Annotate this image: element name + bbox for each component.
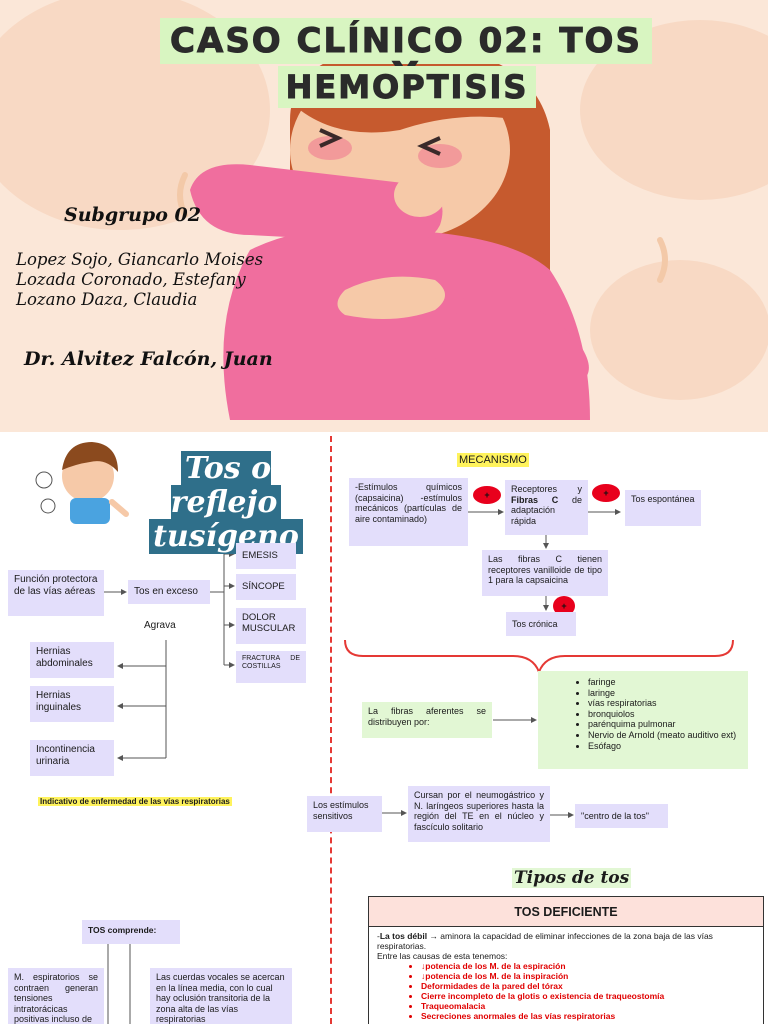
node-hernias-inguinales: Hernias inguinales	[30, 686, 114, 722]
node-tos-exceso: Tos en exceso	[128, 580, 210, 604]
dashed-divider	[330, 436, 332, 1024]
node-estimulos: -Estímulos químicos (capsaicina) -estímu…	[349, 478, 468, 546]
list-item: Nervio de Arnold (meato auditivo ext)	[588, 730, 742, 741]
node-fibras-aferentes: La fibras aferentes se distribuyen por:	[362, 702, 492, 738]
list-item: bronquiolos	[588, 709, 742, 720]
list-item: Secreciones anormales de las vías respir…	[421, 1011, 755, 1021]
list-item: Cierre incompleto de la glotis o existen…	[421, 991, 755, 1001]
list-item: parénquima pulmonar	[588, 719, 742, 730]
list-item: Esófago	[588, 741, 742, 752]
indicativo-note: Indicativo de enfermedad de las vías res…	[38, 797, 232, 806]
node-m-espiratorios: M. espiratorios se contraen generan tens…	[8, 968, 104, 1024]
list-item: faringe	[588, 677, 742, 688]
plus-badge: +	[473, 486, 501, 504]
node-fibras-c: Las fibras C tienen receptores vanilloid…	[482, 550, 608, 596]
node-receptores: Receptores y Fibras C de adaptación rápi…	[505, 480, 588, 535]
tos-deficiente-card: TOS DEFICIENTE -La tos débil → aminora l…	[368, 896, 764, 1024]
card-header: TOS DEFICIENTE	[369, 897, 763, 927]
list-item: vías respiratorias	[588, 698, 742, 709]
coughing-child-icon	[35, 442, 129, 524]
doctor-name: Dr. Alvitez Falcón, Juan	[24, 348, 273, 370]
card-body: -La tos débil → aminora la capacidad de …	[369, 927, 763, 1024]
mecanismo-label: MECANISMO	[457, 453, 529, 467]
section-title-tipos: Tipos de tos	[512, 868, 632, 888]
list-item: ↓potencia de los M. de la inspiración	[421, 971, 755, 981]
node-fractura-costillas: FRACTURA DE COSTILLAS	[236, 651, 306, 683]
node-hernias-abdominales: Hernias abdominales	[30, 642, 114, 678]
node-cursan: Cursan por el neumogástrico y N. larínge…	[408, 786, 550, 842]
cover-section: CASO CLÍNICO 02: TOS Y HEMOPTISIS Subgru…	[0, 0, 768, 432]
node-centro-tos: "centro de la tos"	[575, 804, 668, 828]
card-lead: -La tos débil → aminora la capacidad de …	[377, 931, 713, 952]
node-emesis: EMESIS	[236, 543, 296, 569]
node-tos-espontanea: Tos espontánea	[625, 490, 701, 526]
node-sincope: SÍNCOPE	[236, 574, 296, 600]
agrava-label: Agrava	[144, 620, 176, 631]
list-item: Traqueomalacia	[421, 1001, 755, 1011]
list-item: ↓potencia de los M. de la espiración	[421, 961, 755, 971]
plus-badge: +	[553, 596, 575, 616]
member-name: Lozano Daza, Claudia	[16, 290, 198, 309]
node-tos-comprende: TOS comprende:	[82, 920, 180, 944]
node-dolor-muscular: DOLOR MUSCULAR	[236, 608, 306, 644]
card-causes-label: Entre las causas de esta tenemos:	[377, 951, 508, 962]
node-tos-cronica: Tos crónica	[506, 612, 576, 636]
afferent-distribution-list: faringe laringe vías respiratorias bronq…	[538, 671, 748, 769]
subgroup-label: Subgrupo 02	[64, 204, 201, 226]
member-name: Lozada Coronado, Estefany	[16, 270, 246, 289]
node-cuerdas-vocales: Las cuerdas vocales se acercan en la lín…	[150, 968, 292, 1024]
node-estimulos-sensitivos: Los estímulos sensitivos	[307, 796, 382, 832]
node-funcion-protectora: Función protectora de las vías aéreas	[8, 570, 104, 616]
cover-title-line-1: CASO CLÍNICO 02: TOS Y	[160, 18, 652, 93]
plus-badge: +	[592, 484, 620, 502]
member-name: Lopez Sojo, Giancarlo Moises	[16, 250, 264, 269]
list-item: laringe	[588, 688, 742, 699]
node-incontinencia-urinaria: Incontinencia urinaria	[30, 740, 114, 776]
list-item: Deformidades de la pared del tórax	[421, 981, 755, 991]
cover-title-line-2: HEMOPTISIS	[278, 66, 536, 108]
